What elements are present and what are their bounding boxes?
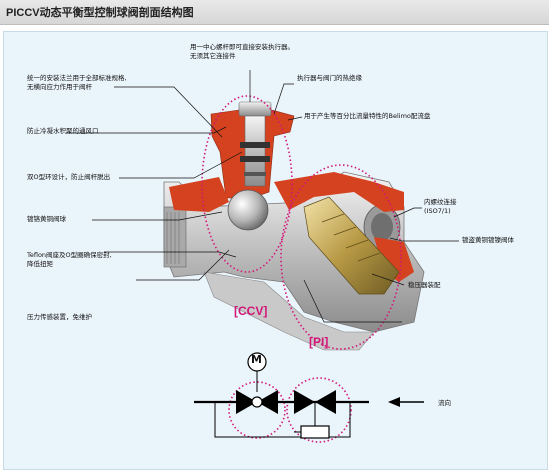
brass-cartridge [303, 196, 400, 295]
label-flow-direction: 流向 [438, 399, 451, 407]
label-mounting-flange-line1: 统一的安装法兰用于全部标准规格, [27, 74, 127, 82]
label-sensor: 压力传感装置，免维护 [27, 313, 92, 321]
title-bar: PICCV动态平衡型控制球阀剖面结构图 [0, 0, 549, 25]
label-central-stem-line2: 无须其它连接件 [190, 52, 236, 60]
leader-lines [66, 70, 459, 323]
valve-schematic [194, 352, 369, 439]
label-filter-assembly: 稳压器装配 [408, 281, 441, 289]
label-internal-thread-line1: 内螺纹连接 [424, 198, 457, 206]
valve-stem [238, 101, 272, 187]
label-nickel-body: 镀盗黄铜镀镍阀体 [462, 236, 514, 244]
label-internal-thread-line2: (ISO7/1) [424, 207, 451, 215]
label-double-o-ring: 双O型环设计，防止阀杆脱出 [27, 173, 111, 181]
label-mounting-flange-line2: 无横向应力作用于阀杆 [27, 83, 92, 91]
tag-ccv: [CCV] [234, 304, 268, 318]
valve-ball [227, 189, 269, 231]
tag-pi: [PI] [309, 335, 329, 349]
label-vent: 防止冷凝水积聚的通风口 [27, 127, 99, 135]
page-title: PICCV动态平衡型控制球阀剖面结构图 [6, 7, 194, 19]
label-central-stem-line1: 用一中心螺杆即可直接安装执行器。 [190, 43, 294, 51]
label-thermal-insulation: 执行器与阀门的热绝缘 [297, 74, 362, 82]
label-teflon-seal-line2: 降低扭矩 [27, 260, 53, 268]
label-central-stem: 用一中心螺杆即可直接安装执行器。 无须其它连接件 [190, 43, 294, 61]
label-internal-thread: 内螺纹连接 (ISO7/1) [424, 198, 457, 216]
label-teflon-seal-line1: Teflon阀座及O型圈确保密封, [27, 251, 112, 259]
flow-arrow-icon [388, 397, 424, 407]
diagram-panel: 用一中心螺杆即可直接安装执行器。 无须其它连接件 统一的安装法兰用于全部标准规格… [3, 31, 548, 470]
label-teflon-seal: Teflon阀座及O型圈确保密封, 降低扭矩 [27, 251, 112, 269]
motor-icon: M [251, 353, 262, 366]
label-mounting-flange: 统一的安装法兰用于全部标准规格, 无横向应力作用于阀杆 [27, 74, 127, 92]
label-belimo-disc: 用于产生等百分比流量特性的Belimo配流盘 [304, 112, 431, 120]
valve-diagram [66, 70, 459, 443]
label-chrome-ball: 镀铬黄铜阀球 [27, 215, 66, 223]
highlight-circles [201, 95, 402, 443]
